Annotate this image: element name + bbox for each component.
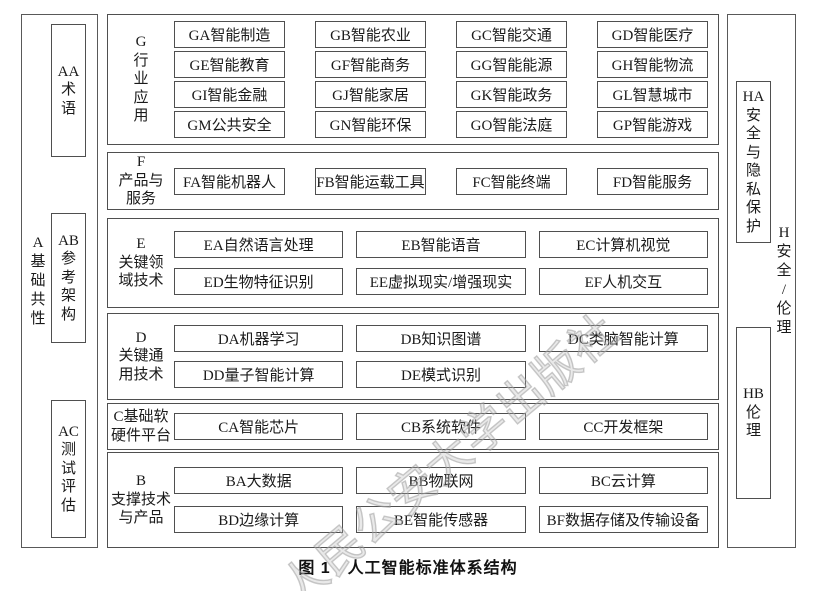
box-ab-reference-architecture: AB 参 考 架 构 — [51, 213, 86, 343]
section-g-row-4: GM公共安全 GN智能环保 GO智能法庭 GP智能游戏 — [174, 111, 708, 138]
box-ba: BA大数据 — [174, 467, 344, 495]
box-gc: GC智能交通 — [456, 21, 567, 48]
section-b-label: B 支撑技术 与产品 — [110, 473, 171, 527]
section-b-supporting-technologies-products: B 支撑技术 与产品 BA大数据 BB物联网 BC云计算 BD边缘计算 BE智能… — [107, 452, 719, 548]
figure-caption: 图 1 人工智能标准体系结构 — [298, 560, 518, 577]
box-ee: EE虚拟现实/增强现实 — [356, 267, 526, 295]
section-g-row-3: GI智能金融 GJ智能家居 GK智能政务 GL智慧城市 — [174, 81, 708, 108]
box-ea: EA自然语言处理 — [174, 231, 344, 259]
section-c-row-1: CA智能芯片 CB系统软件 CC开发框架 — [174, 413, 708, 440]
box-eb: EB智能语音 — [356, 231, 526, 259]
box-cb: CB系统软件 — [356, 413, 526, 440]
section-g-label: G 行 业 应 用 — [133, 34, 149, 125]
box-fd: FD智能服务 — [597, 167, 708, 195]
section-d-label: D 关键通 用技术 — [118, 329, 164, 383]
section-g-industry-applications: G 行 业 应 用 GA智能制造 GB智能农业 GC智能交通 GD智能医疗 GE… — [107, 14, 719, 145]
section-g-row-1: GA智能制造 GB智能农业 GC智能交通 GD智能医疗 — [174, 21, 708, 48]
section-e-rows: EA自然语言处理 EB智能语音 EC计算机视觉 ED生物特征识别 EE虚拟现实/… — [174, 219, 718, 307]
section-b-row-1: BA大数据 BB物联网 BC云计算 — [174, 467, 708, 495]
box-gi: GI智能金融 — [174, 81, 285, 108]
box-gk: GK智能政务 — [456, 81, 567, 108]
box-gm: GM公共安全 — [174, 111, 285, 138]
box-hb-ethics: HB 伦 理 — [736, 327, 771, 499]
box-gn: GN智能环保 — [315, 111, 426, 138]
section-e-row-2: ED生物特征识别 EE虚拟现实/增强现实 EF人机交互 — [174, 267, 708, 295]
box-de: DE模式识别 — [356, 360, 526, 388]
box-gg: GG智能能源 — [456, 51, 567, 78]
section-g-rows: GA智能制造 GB智能农业 GC智能交通 GD智能医疗 GE智能教育 GF智能商… — [174, 15, 718, 144]
box-ha-security-privacy-protection: HA 安 全 与 隐 私 保 护 — [736, 81, 771, 243]
section-d-row-1: DA机器学习 DB知识图谱 DC类脑智能计算 — [174, 325, 708, 353]
box-ga: GA智能制造 — [174, 21, 285, 48]
box-fb: FB智能运载工具 — [315, 167, 426, 195]
section-d-row-2: DD量子智能计算 DE模式识别 — [174, 360, 708, 388]
box-bf: BF数据存储及传输设备 — [538, 505, 708, 533]
section-b-rows: BA大数据 BB物联网 BC云计算 BD边缘计算 BE智能传感器 BF数据存储及… — [174, 453, 718, 547]
box-dd: DD量子智能计算 — [174, 360, 344, 388]
section-d-key-general-technologies: D 关键通 用技术 DA机器学习 DB知识图谱 DC类脑智能计算 DD量子智能计… — [107, 313, 719, 400]
box-fc: FC智能终端 — [456, 167, 567, 195]
box-gd: GD智能医疗 — [597, 21, 708, 48]
box-bc: BC云计算 — [538, 467, 708, 495]
box-gl: GL智慧城市 — [597, 81, 708, 108]
group-h-label: H 安 全 / 伦 理 — [776, 225, 792, 336]
box-cc: CC开发框架 — [538, 413, 708, 440]
section-f-rows: FA智能机器人 FB智能运载工具 FC智能终端 FD智能服务 — [174, 153, 718, 209]
group-h-security-ethics: HA 安 全 与 隐 私 保 护 HB 伦 理 H 安 全 / 伦 理 — [727, 14, 796, 548]
box-gf: GF智能商务 — [315, 51, 426, 78]
box-ec: EC计算机视觉 — [538, 231, 708, 259]
box-aa-terminology: AA 术 语 — [51, 24, 86, 157]
group-a-label: A 基 础 共 性 — [30, 234, 46, 327]
box-be: BE智能传感器 — [356, 505, 526, 533]
box-db: DB知识图谱 — [356, 325, 526, 353]
section-d-rows: DA机器学习 DB知识图谱 DC类脑智能计算 DD量子智能计算 DE模式识别 — [174, 314, 718, 399]
box-ed: ED生物特征识别 — [174, 267, 344, 295]
box-ge: GE智能教育 — [174, 51, 285, 78]
box-d-empty-cell — [539, 361, 708, 388]
box-dc: DC类脑智能计算 — [538, 325, 708, 353]
box-ca: CA智能芯片 — [174, 413, 344, 440]
box-gb: GB智能农业 — [315, 21, 426, 48]
box-bd: BD边缘计算 — [174, 505, 344, 533]
section-f-label: F 产品与 服务 — [118, 154, 164, 208]
box-fa: FA智能机器人 — [174, 167, 285, 195]
box-gp: GP智能游戏 — [597, 111, 708, 138]
section-c-label: C基础软 硬件平台 — [110, 409, 171, 444]
section-b-row-2: BD边缘计算 BE智能传感器 BF数据存储及传输设备 — [174, 505, 708, 533]
section-e-key-domain-technologies: E 关键领 域技术 EA自然语言处理 EB智能语音 EC计算机视觉 ED生物特征… — [107, 218, 719, 308]
section-f-products-services: F 产品与 服务 FA智能机器人 FB智能运载工具 FC智能终端 FD智能服务 — [107, 152, 719, 210]
section-e-row-1: EA自然语言处理 EB智能语音 EC计算机视觉 — [174, 231, 708, 259]
box-go: GO智能法庭 — [456, 111, 567, 138]
section-e-label: E 关键领 域技术 — [118, 236, 164, 290]
box-ef: EF人机交互 — [538, 267, 708, 295]
box-da: DA机器学习 — [174, 325, 344, 353]
group-a-basic-common: A 基 础 共 性 AA 术 语 AB 参 考 架 构 AC 测 试 评 估 — [21, 14, 98, 548]
box-gj: GJ智能家居 — [315, 81, 426, 108]
section-c-rows: CA智能芯片 CB系统软件 CC开发框架 — [174, 404, 718, 449]
section-g-row-2: GE智能教育 GF智能商务 GG智能能源 GH智能物流 — [174, 51, 708, 78]
section-c-basic-software-hardware-platform: C基础软 硬件平台 CA智能芯片 CB系统软件 CC开发框架 — [107, 403, 719, 450]
box-gh: GH智能物流 — [597, 51, 708, 78]
section-f-row-1: FA智能机器人 FB智能运载工具 FC智能终端 FD智能服务 — [174, 167, 708, 195]
box-bb: BB物联网 — [356, 467, 526, 495]
box-ac-testing-evaluation: AC 测 试 评 估 — [51, 400, 86, 538]
